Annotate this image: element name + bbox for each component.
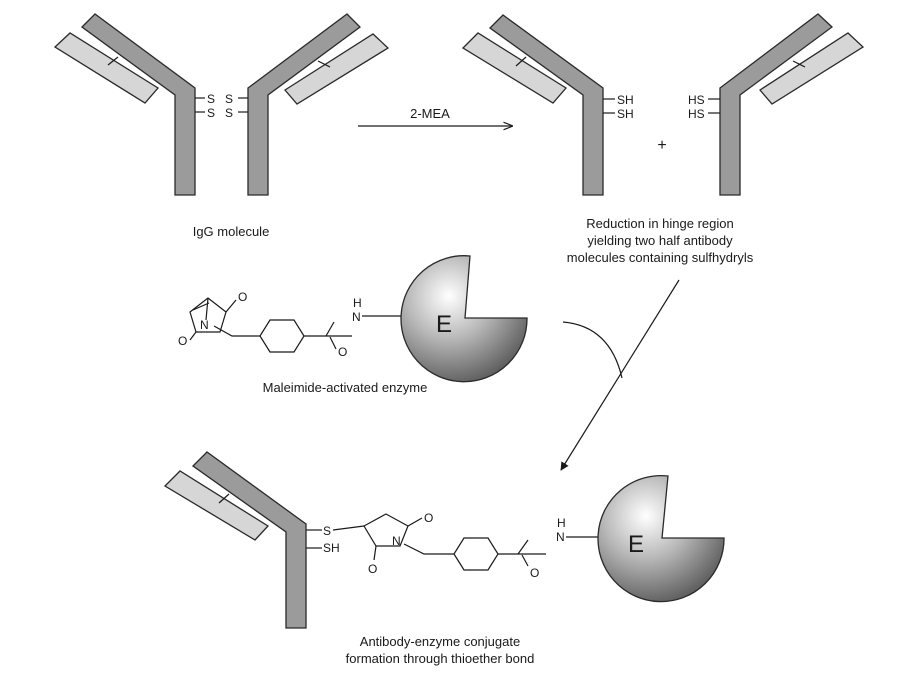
conjugate-amide-o: O	[530, 566, 539, 580]
maleimide-n: N	[200, 318, 209, 332]
reduction-label-line-2: yielding two half antibody	[587, 233, 733, 248]
half-b-light-chain	[759, 32, 865, 105]
disulfide-s-4: S	[225, 106, 233, 120]
half-antibody-b: HS HS	[688, 13, 865, 196]
amide-h: H	[353, 296, 362, 310]
conjugate-amide-h: H	[557, 516, 566, 530]
igg-light-chain-right	[284, 33, 390, 105]
half-antibody-a: SH SH	[461, 14, 634, 196]
succinimide-o-bottom: O	[368, 562, 377, 576]
half-a-light-chain	[461, 32, 567, 104]
curved-arrow	[562, 321, 623, 379]
half-b-heavy-chain	[719, 13, 834, 196]
maleimide-label: Maleimide-activated enzyme	[263, 380, 428, 395]
enzyme-label-bottom: E	[628, 531, 644, 558]
enzyme-shape-top	[400, 255, 528, 383]
conjugate-light-chain	[163, 470, 270, 541]
igg-label: IgG molecule	[193, 224, 270, 239]
half-a-sh-2: SH	[617, 107, 634, 121]
disulfide-s-1: S	[207, 92, 215, 106]
conjugation-arrow	[560, 279, 680, 471]
enzyme-shape-bottom	[597, 474, 725, 603]
conjugate-amide-n: N	[556, 530, 565, 544]
plus-sign: +	[657, 137, 666, 154]
igg-heavy-chain-left	[81, 13, 196, 196]
maleimide-o-top: O	[238, 290, 247, 304]
conjugate-sh: SH	[323, 541, 340, 555]
amide-n: N	[352, 310, 361, 324]
succinimide-o-top: O	[424, 511, 433, 525]
enzyme-label-top: E	[436, 311, 452, 338]
half-b-hs-2: HS	[688, 107, 705, 121]
reduction-label-line-3: molecules containing sulfhydryls	[567, 250, 754, 265]
disulfide-s-3: S	[207, 106, 215, 120]
conjugate-heavy-chain	[191, 451, 307, 629]
half-a-sh-1: SH	[617, 93, 634, 107]
half-a-heavy-chain	[489, 14, 604, 196]
maleimide-enzyme: O O N O N H E	[178, 255, 528, 383]
thioether-s: S	[323, 524, 331, 538]
igg-molecule: S S S S	[53, 13, 390, 196]
conjugate-label-line-1: Antibody-enzyme conjugate	[360, 634, 520, 649]
amide-o: O	[338, 345, 347, 359]
conjugate-product: S SH O O N O N H E	[163, 451, 725, 629]
igg-heavy-chain-right	[247, 13, 361, 196]
half-b-hs-1: HS	[688, 93, 705, 107]
reagent-label: 2-MEA	[410, 106, 450, 121]
disulfide-s-2: S	[225, 92, 233, 106]
conjugate-label-line-2: formation through thioether bond	[346, 651, 535, 666]
reduction-label-line-1: Reduction in hinge region	[586, 216, 733, 231]
succinimide-n: N	[392, 534, 401, 548]
igg-light-chain-left	[53, 32, 159, 104]
maleimide-o-bottom: O	[178, 334, 187, 348]
